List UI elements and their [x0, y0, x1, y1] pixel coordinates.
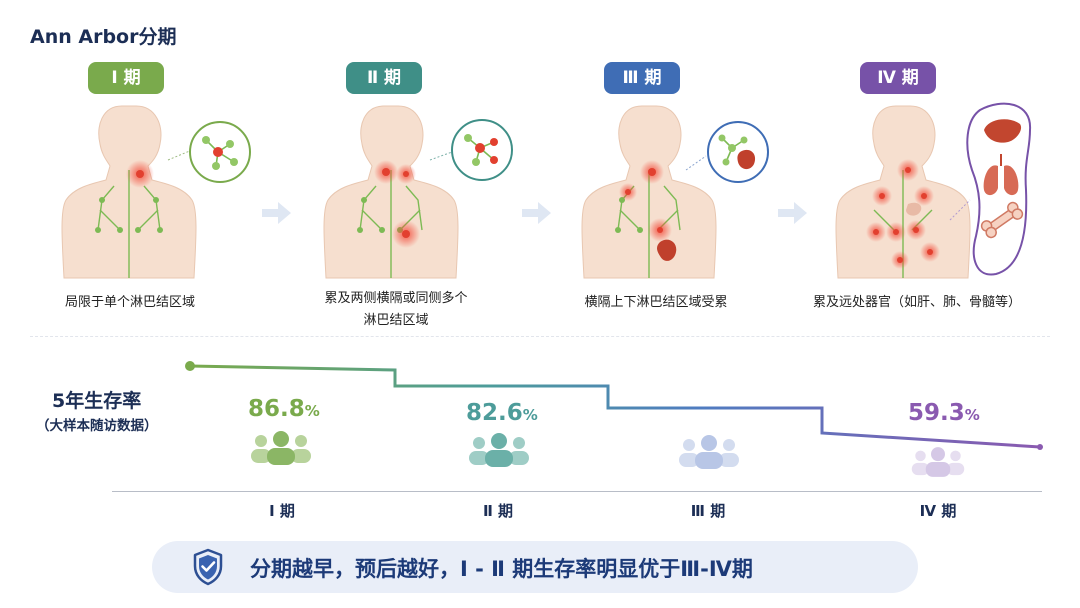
stage-2-body-illustration: [323, 105, 513, 279]
conclusion-banner: 分期越早，预后越好，Ⅰ - Ⅱ 期生存率明显优于Ⅲ-Ⅳ期: [152, 541, 918, 593]
conclusion-text: 分期越早，预后越好，Ⅰ - Ⅱ 期生存率明显优于Ⅲ-Ⅳ期: [250, 557, 753, 581]
survival-subtitle: （大样本随访数据）: [36, 418, 158, 434]
x-axis-label-stage-4: Ⅳ 期: [919, 502, 957, 520]
lungs-icon: [983, 154, 1019, 196]
stage-2-badge: Ⅱ 期: [346, 62, 422, 94]
arrow-right-icon: [518, 198, 554, 232]
stage-4-badge: Ⅳ 期: [860, 62, 936, 94]
people-group-icon: [469, 433, 529, 467]
section-divider: [30, 336, 1050, 337]
stage-4-description: 累及远处器官（如肝、肺、骨髓等）: [792, 292, 1042, 314]
stage-2-description: 累及两侧横隔或同侧多个 淋巴结区域: [296, 288, 496, 332]
people-group-icon: [251, 431, 311, 465]
survival-line-start-marker: [185, 361, 195, 371]
x-axis-label-stage-3: Ⅲ 期: [690, 502, 726, 520]
stage-1-description: 局限于单个淋巴结区域: [40, 292, 220, 314]
stage-1-badge: Ⅰ 期: [88, 62, 164, 94]
survival-title: 5年生存率: [52, 390, 142, 412]
stage-4-body-illustration: [835, 102, 1032, 279]
lymph-node-cluster-icon: [202, 136, 238, 170]
stage-3-body-illustration: [581, 105, 769, 279]
lymph-node-cluster-icon: [718, 134, 756, 170]
stage-1-body-illustration: [61, 105, 251, 279]
lymph-node-cluster-icon: [464, 134, 498, 166]
stage-3-description-line-1: 横隔上下淋巴结区域受累: [584, 295, 728, 310]
survival-line-end-marker: [1037, 444, 1043, 450]
arrow-right-icon: [774, 198, 810, 232]
stage-4-survival-value: 59.3%: [908, 400, 980, 426]
stage-2-description-line-1: 累及两侧横隔或同侧多个: [324, 291, 468, 306]
arrow-right-icon: [258, 198, 294, 232]
stage-1-survival-value: 86.8%: [248, 396, 320, 422]
stage-2-description-line-2: 淋巴结区域: [363, 313, 429, 328]
liver-icon: [984, 119, 1022, 143]
people-group-icon: [911, 447, 965, 477]
spleen-shape: [657, 239, 677, 261]
shield-check-icon: [193, 548, 223, 586]
stage-3-badge: Ⅲ 期: [604, 62, 680, 94]
stage-1-description-line-1: 局限于单个淋巴结区域: [64, 295, 195, 310]
x-axis-label-stage-2: Ⅱ 期: [482, 502, 514, 520]
page-title: Ann Arbor分期: [30, 26, 177, 48]
stage-4-description-line-1: 累及远处器官（如肝、肺、骨髓等）: [812, 295, 1021, 310]
bone-icon: [980, 201, 1024, 239]
x-axis-label-stage-1: Ⅰ 期: [269, 502, 295, 520]
stage-3-description: 横隔上下淋巴结区域受累: [556, 292, 756, 314]
stage-2-survival-value: 82.6%: [466, 400, 538, 426]
people-group-icon: [679, 435, 739, 469]
x-axis-line: [112, 491, 1042, 492]
